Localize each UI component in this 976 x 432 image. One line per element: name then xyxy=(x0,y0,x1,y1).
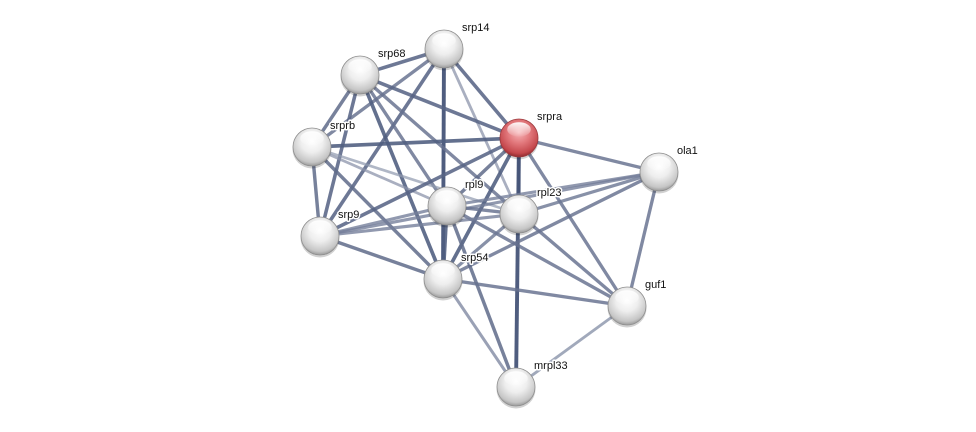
edge-srpra-srp9[interactable] xyxy=(319,136,520,238)
node-highlight xyxy=(348,59,372,74)
edge-rpl9-guf1[interactable] xyxy=(446,204,628,308)
edge-srpra-guf1[interactable] xyxy=(517,137,629,307)
node-label-halo: mrpl33 xyxy=(534,360,568,372)
edge-rpl23-guf1[interactable] xyxy=(517,212,629,308)
node-label: rpl23 xyxy=(537,187,561,199)
edge-srpra-mrpl33[interactable] xyxy=(514,137,521,388)
edge-ola1-rpl23[interactable] xyxy=(518,170,660,216)
node-highlight xyxy=(504,371,528,386)
edges-layer xyxy=(310,47,661,389)
node-highlight xyxy=(308,220,332,235)
edge-srp14-srp54[interactable] xyxy=(441,48,446,280)
node-highlight xyxy=(300,131,324,146)
node-label: srpra xyxy=(537,111,563,123)
edge-srp54-guf1[interactable] xyxy=(442,277,628,308)
edge-srp68-srpra[interactable] xyxy=(359,73,520,140)
edge-srprb-rpl9[interactable] xyxy=(311,145,448,208)
node-label: srp54 xyxy=(461,252,489,264)
node-label: rpl9 xyxy=(465,179,483,191)
node-label-halo: srp68 xyxy=(378,48,406,60)
node-highlight xyxy=(615,290,639,305)
node-highlight xyxy=(507,122,531,137)
edge-srp14-srprb[interactable] xyxy=(311,47,445,149)
node-highlight xyxy=(507,198,531,213)
edge-rpl23-srp9[interactable] xyxy=(319,212,520,238)
edge-srprb-srpra[interactable] xyxy=(311,136,520,149)
node-label: srprb xyxy=(330,120,355,132)
node-label-halo: guf1 xyxy=(645,279,666,291)
node-label-halo: srp9 xyxy=(338,209,359,221)
node-highlight xyxy=(647,156,671,171)
edge-srprb-srp54[interactable] xyxy=(310,145,445,281)
node-label: mrpl33 xyxy=(534,360,568,372)
edge-rpl9-mrpl33[interactable] xyxy=(445,205,518,388)
node-label: srp14 xyxy=(462,22,490,34)
edge-srpra-ola1[interactable] xyxy=(518,136,660,174)
node-label: srp68 xyxy=(378,48,406,60)
edge-rpl9-srp9[interactable] xyxy=(319,204,448,238)
edge-ola1-srp9[interactable] xyxy=(319,170,660,238)
edge-ola1-srp54[interactable] xyxy=(442,170,660,281)
node-label-halo: srp54 xyxy=(461,252,489,264)
edge-srp9-srp54[interactable] xyxy=(319,234,444,281)
edge-ola1-guf1[interactable] xyxy=(625,171,661,307)
node-label: guf1 xyxy=(645,279,666,291)
edge-srp68-rpl9[interactable] xyxy=(358,74,449,207)
node-highlight xyxy=(432,33,456,48)
edge-guf1-mrpl33[interactable] xyxy=(515,304,628,389)
node-label-halo: rpl23 xyxy=(537,187,561,199)
node-highlight xyxy=(435,190,459,205)
node-label-halo: ola1 xyxy=(677,145,698,157)
edge-srp54-mrpl33[interactable] xyxy=(441,278,518,388)
node-label: srp9 xyxy=(338,209,359,221)
node-label-halo: srpra xyxy=(537,111,563,123)
node-label-halo: srp14 xyxy=(462,22,490,34)
node-label-halo: srprb xyxy=(330,120,355,132)
node-label: ola1 xyxy=(677,145,698,157)
node-highlight xyxy=(431,263,455,278)
node-label-halo: rpl9 xyxy=(465,179,483,191)
edge-srp14-rpl23[interactable] xyxy=(442,48,521,215)
